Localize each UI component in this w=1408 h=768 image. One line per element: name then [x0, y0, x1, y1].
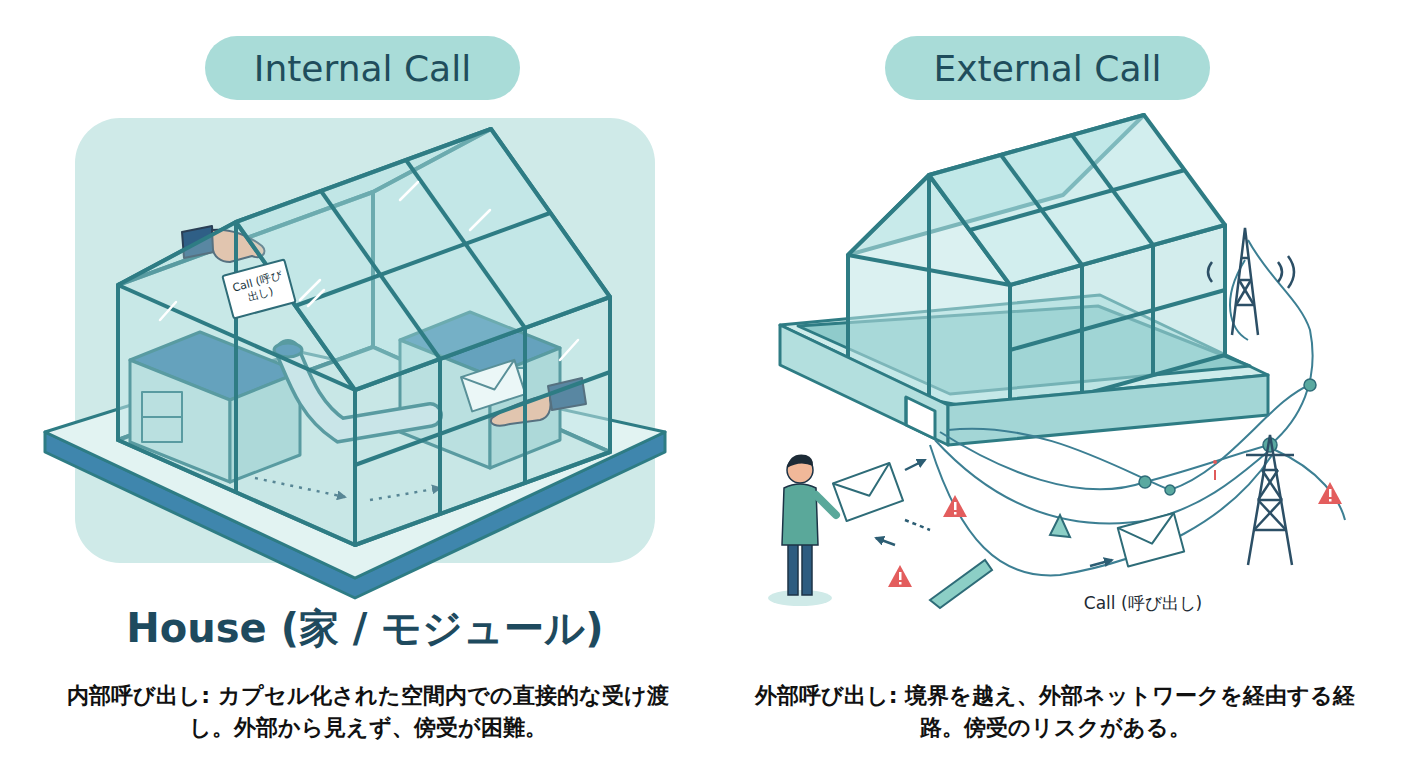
glass-glint — [308, 290, 324, 306]
envelope — [833, 463, 903, 521]
call-label: Call (呼び出し) — [1048, 593, 1238, 613]
radio-tower — [1258, 500, 1286, 530]
greenhouse — [1010, 290, 1225, 350]
node-text: External Call — [933, 48, 1161, 89]
radio-tower — [1241, 257, 1249, 260]
envelope — [833, 463, 898, 506]
wall-front — [906, 397, 935, 439]
house-glass-front — [234, 222, 238, 492]
envelope — [833, 463, 903, 521]
route-arrow — [876, 460, 1112, 566]
insulator — [1165, 485, 1175, 495]
caption: 内部呼び出し: カプセル化された空間内での直接的な受け渡し。外部から見えず、傍受… — [58, 680, 678, 744]
house-glass-front — [295, 213, 550, 306]
greenhouse — [848, 255, 1010, 285]
person — [768, 455, 836, 606]
network-wire — [948, 385, 1310, 490]
caption: 外部呼び出し: 境界を越え、外部ネットワークを経由する経路。傍受のリスクがある。 — [735, 680, 1375, 744]
radio-tower — [1254, 500, 1282, 530]
tap-device — [930, 560, 992, 608]
warning-icon — [954, 502, 957, 510]
radio-tower — [1262, 470, 1282, 500]
radio-tower — [1208, 228, 1294, 565]
greenhouse — [848, 115, 1225, 415]
route-arrow — [876, 538, 895, 545]
greenhouse — [1072, 135, 1153, 245]
radio-tower — [1288, 256, 1294, 288]
wall-front — [948, 375, 1268, 445]
envelope — [1118, 513, 1184, 567]
warning-icon — [888, 565, 912, 587]
glass-glint — [160, 182, 578, 360]
radio-tower — [1254, 529, 1286, 532]
house-glass-front — [406, 160, 525, 328]
glass-glint — [560, 340, 578, 360]
heading-pill: External Call — [885, 36, 1210, 100]
greenhouse — [929, 115, 1225, 285]
person — [768, 590, 832, 606]
node-text: Internal Call — [254, 48, 471, 89]
warning-icon — [943, 495, 967, 517]
route-arrow — [1090, 560, 1112, 566]
module-title: House (家 / モジュール) — [60, 604, 670, 652]
radio-tower — [1236, 304, 1254, 307]
network-wire — [1275, 450, 1345, 520]
house-glass-front — [118, 129, 610, 545]
tap-device — [930, 460, 1217, 608]
warning-icon — [1318, 482, 1342, 504]
envelope — [1118, 513, 1180, 551]
person — [802, 540, 812, 595]
tap-device — [1213, 460, 1217, 464]
envelope — [1118, 513, 1184, 567]
wall-front — [780, 325, 948, 445]
house-glass-front — [321, 191, 440, 359]
insulator — [1304, 379, 1316, 391]
network-wire — [1248, 240, 1313, 445]
radio-tower — [1236, 280, 1251, 305]
heading-pill: Internal Call — [205, 36, 520, 100]
glass-glint — [400, 182, 418, 200]
glass-glint — [160, 302, 176, 320]
house-glass-back — [118, 129, 610, 545]
insulator — [1139, 379, 1316, 495]
network-wire — [930, 240, 1345, 575]
warning-icon — [899, 572, 902, 580]
glass-glint — [470, 210, 490, 230]
wall-front — [905, 397, 908, 425]
insulator — [1139, 476, 1151, 488]
warning-icon — [899, 582, 902, 585]
radio-tower — [1246, 454, 1294, 457]
radio-tower — [1239, 280, 1254, 305]
greenhouse — [927, 175, 931, 400]
person — [788, 540, 798, 595]
radio-tower — [1278, 262, 1282, 282]
radio-tower — [1258, 499, 1282, 502]
radio-tower — [1262, 469, 1278, 472]
house-glass-front — [355, 372, 610, 465]
wall-front — [780, 325, 1268, 445]
radio-tower — [1208, 262, 1212, 282]
node-text: Call (呼び出し) — [228, 269, 291, 308]
warning-icon — [888, 482, 1342, 587]
greenhouse — [970, 170, 1185, 230]
radio-tower — [1232, 228, 1258, 335]
warning-icon — [1329, 499, 1332, 502]
envelope — [833, 463, 1184, 567]
person — [787, 455, 813, 468]
network-wire — [930, 445, 1272, 575]
greenhouse — [1001, 155, 1082, 265]
route-arrow — [905, 460, 925, 470]
person — [816, 495, 836, 515]
tap-device — [1050, 515, 1070, 537]
warning-icon — [1329, 489, 1332, 497]
tap-device — [1214, 470, 1216, 480]
route-arrow — [905, 520, 930, 530]
radio-tower — [1258, 470, 1278, 500]
house-glass-front — [236, 129, 610, 390]
warning-icon — [954, 512, 957, 515]
